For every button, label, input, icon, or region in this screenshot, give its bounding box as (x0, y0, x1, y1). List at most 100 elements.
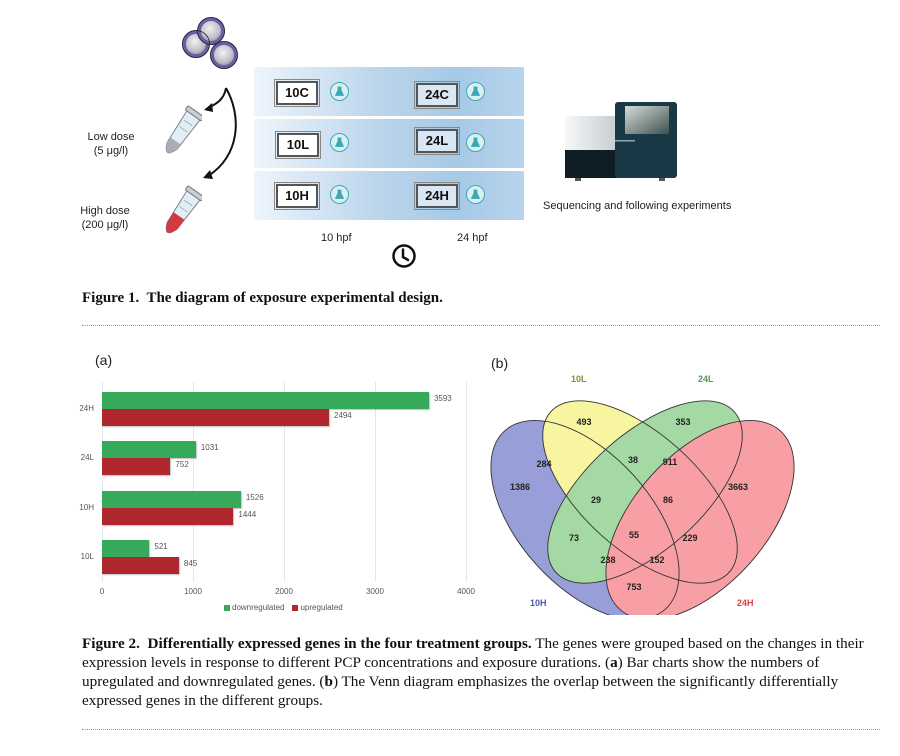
tube-high-dose-icon (165, 185, 202, 234)
divider (82, 729, 880, 730)
panel-b-label: (b) (491, 355, 509, 371)
high-dose-label: High dose (200 μg/l) (70, 204, 140, 232)
sample-24h: 24H (414, 182, 460, 210)
bar-upregulated (102, 409, 329, 426)
bar-downregulated (102, 491, 241, 508)
venn-label-10l: 10L (571, 374, 587, 384)
legend-label-upregulated: upregulated (300, 603, 343, 612)
sample-24l: 24L (414, 127, 460, 155)
sample-10h: 10H (274, 182, 320, 210)
sample-24c: 24C (414, 81, 460, 109)
time-label-10hpf: 10 hpf (321, 232, 352, 244)
sequencer-icon (565, 102, 677, 181)
embryo-cells-icon (182, 17, 238, 69)
low-dose-label-line1: Low dose (87, 131, 135, 143)
venn-region-value: 73 (569, 533, 579, 543)
sample-10c: 10C (274, 79, 320, 107)
venn-region-value: 353 (675, 417, 690, 427)
figure-2-caption: Figure 2. Differentially expressed genes… (82, 634, 882, 710)
venn-region-value: 238 (600, 555, 615, 565)
x-tick-label: 3000 (366, 587, 384, 596)
venn-region-value: 284 (536, 459, 551, 469)
x-tick-label: 0 (99, 587, 105, 596)
figure-2-caption-a: a (610, 654, 618, 671)
divider (82, 325, 880, 326)
bar-downregulated (102, 441, 196, 458)
gridline (284, 382, 285, 582)
x-tick-label: 2000 (275, 587, 293, 596)
sample-10l: 10L (275, 131, 321, 159)
figure-2-caption-b: b (324, 673, 333, 690)
bar-upregulated (102, 508, 234, 525)
gridline (193, 382, 194, 582)
venn-set-24h (605, 420, 795, 615)
legend-item-downregulated: downregulated (224, 603, 284, 612)
band-low: 10L 24L (254, 119, 524, 168)
venn-region-value: 753 (626, 582, 641, 592)
flask-icon (330, 133, 349, 152)
figure-2-caption-title: Differentially expressed genes in the fo… (147, 635, 532, 652)
gridline (466, 382, 467, 582)
legend-swatch-upregulated (292, 604, 299, 611)
flask-icon (466, 185, 485, 204)
bar-value-label: 1031 (200, 443, 219, 452)
low-dose-label-line2: (5 μg/l) (93, 145, 129, 157)
high-dose-label-line2: (200 μg/l) (81, 219, 129, 231)
flask-icon (330, 82, 349, 101)
bar-value-label: 521 (154, 542, 168, 551)
figure-2-caption-text1: The genes were grouped based on the chan… (82, 635, 864, 671)
band-control: 10C 24C (254, 67, 524, 116)
bar-value-label: 1526 (245, 493, 264, 502)
venn-region-value: 3663 (728, 482, 748, 492)
x-tick-label: 1000 (184, 587, 202, 596)
venn-region-value: 911 (663, 457, 678, 467)
gridline (375, 382, 376, 582)
venn-region-value: 1386 (510, 482, 530, 492)
band-high: 10H 24H (254, 171, 524, 220)
legend-item-upregulated: upregulated (292, 603, 343, 612)
bar-chart: 0 1000 2000 3000 4000 24H 3593 2494 24L 1031 752 10… (0, 0, 500, 620)
x-tick-label: 4000 (457, 587, 475, 596)
bar-upregulated (102, 557, 179, 574)
venn-diagram: 10L 24L 10H 24H 1386 493 353 3663 284 38 911 29… (490, 374, 795, 615)
bar-value-label: 845 (183, 559, 198, 568)
curved-arrows (203, 87, 237, 179)
venn-region-value: 29 (591, 495, 601, 505)
venn-region-value: 38 (628, 455, 638, 465)
chart-legend: downregulated upregulated (224, 603, 343, 612)
figure-2-caption-text2: ) Bar charts show the numbers of upregul… (82, 654, 820, 690)
clock-icon (392, 244, 416, 268)
venn-region-value: 493 (576, 417, 591, 427)
figure-2-caption-label: Figure 2. (82, 635, 140, 652)
y-category-label: 10H (79, 503, 94, 512)
flask-icon (330, 185, 349, 204)
low-dose-label: Low dose (5 μg/l) (76, 130, 146, 158)
venn-label-24l: 24L (698, 374, 714, 384)
legend-swatch-downregulated (224, 604, 230, 611)
bar-downregulated (102, 392, 429, 409)
venn-region-value: 229 (682, 533, 697, 543)
figure-1-caption-label: Figure 1. (82, 290, 140, 306)
bar-value-label: 752 (175, 460, 189, 469)
y-category-label: 24L (80, 453, 94, 462)
time-label-24hpf: 24 hpf (457, 232, 488, 244)
venn-label-10h: 10H (530, 598, 547, 608)
bar-value-label: 1444 (238, 510, 257, 519)
legend-label-downregulated: downregulated (232, 603, 285, 612)
venn-region-value: 55 (629, 530, 639, 540)
flask-icon (466, 133, 485, 152)
tube-low-dose-icon (165, 105, 202, 154)
figure-1-caption: Figure 1. The diagram of exposure experi… (82, 290, 443, 307)
y-category-label: 24H (79, 404, 94, 413)
high-dose-label-line1: High dose (80, 205, 130, 217)
bar-value-label: 3593 (433, 394, 452, 403)
bar-downregulated (102, 540, 150, 557)
venn-label-24h: 24H (737, 598, 754, 608)
y-category-label: 10L (80, 552, 94, 561)
sequencing-label: Sequencing and following experiments (543, 200, 732, 212)
bar-value-label: 2494 (333, 411, 352, 420)
figure-1-caption-title: The diagram of exposure experimental des… (146, 290, 443, 306)
figure-2-caption-text3: ) The Venn diagram emphasizes the overla… (82, 673, 839, 709)
venn-region-value: 86 (663, 495, 673, 505)
flask-icon (466, 82, 485, 101)
